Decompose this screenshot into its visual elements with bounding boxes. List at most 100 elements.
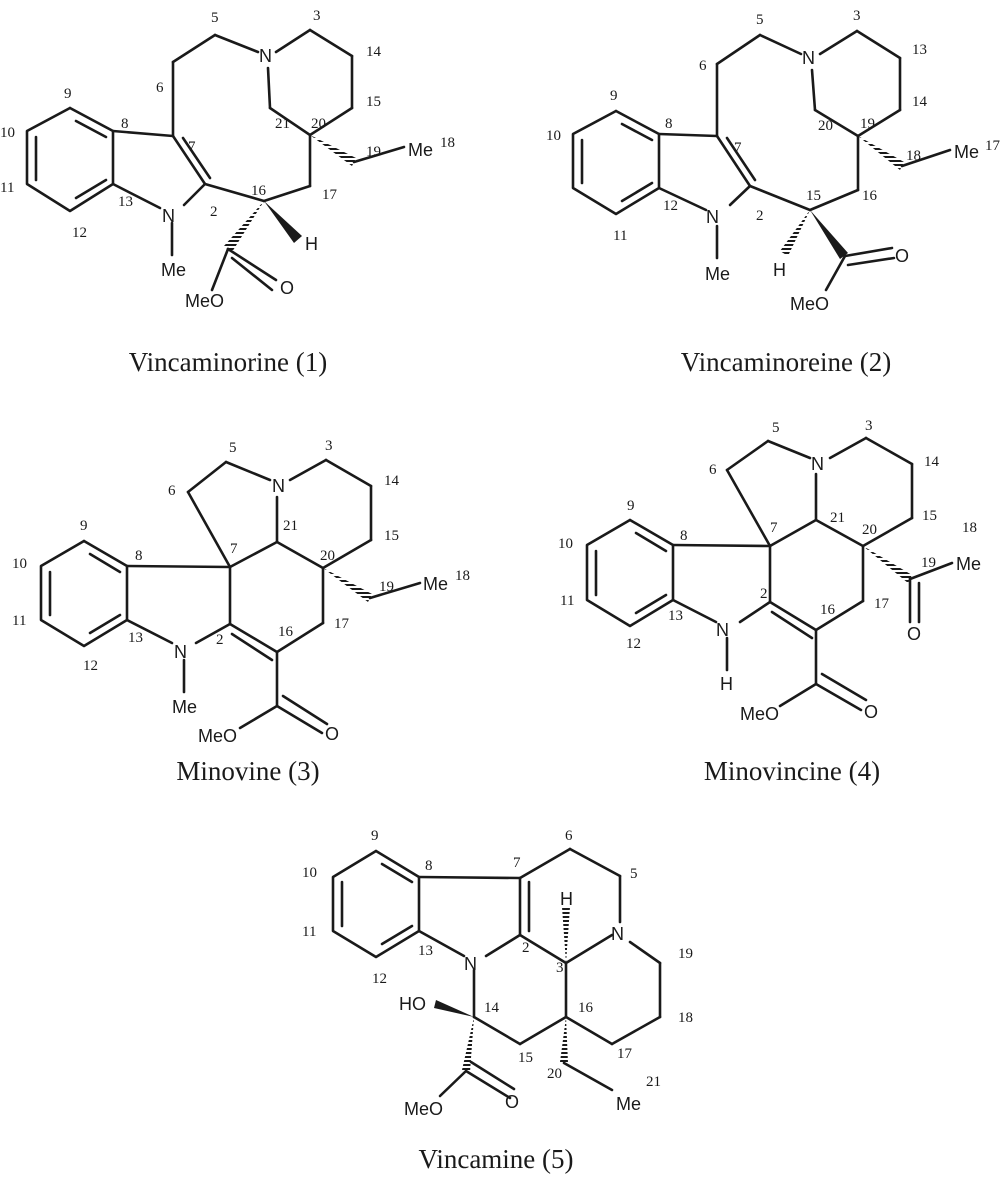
compound-name: Minovincine (4): [704, 756, 880, 786]
atom-number: 3: [325, 438, 333, 454]
atom-h: H: [560, 889, 573, 909]
atom-me: Me: [423, 574, 448, 594]
compound-name: Vincaminorine (1): [129, 347, 328, 377]
atom-n: N: [716, 620, 729, 640]
atom-number: 16: [278, 624, 294, 640]
atom-n: N: [811, 454, 824, 474]
atom-number: 9: [371, 828, 379, 844]
atom-me: Me: [616, 1094, 641, 1114]
atom-number: 12: [83, 658, 98, 674]
atom-number: 2: [760, 586, 768, 602]
atom-number: 8: [121, 116, 129, 132]
atom-number: 14: [924, 454, 940, 470]
atom-meo: MeO: [740, 704, 779, 724]
atom-number: 17: [985, 138, 1000, 154]
atom-number: 5: [630, 866, 638, 882]
atom-number: 20: [547, 1066, 562, 1082]
atom-number: 19: [678, 946, 693, 962]
atom-number: 2: [210, 204, 218, 220]
atom-meo: MeO: [404, 1099, 443, 1119]
atom-o: O: [907, 624, 921, 644]
atom-labels-vincaminorine: N N Me Me H MeO O: [161, 46, 433, 311]
atom-labels-minovine: N N Me Me MeO O: [172, 476, 448, 746]
atom-number: 19: [921, 555, 936, 571]
atom-number: 5: [772, 420, 780, 436]
atom-n: N: [802, 48, 815, 68]
atom-number: 7: [770, 520, 778, 536]
atom-n: N: [162, 206, 175, 226]
atom-o: O: [864, 702, 878, 722]
atom-number: 11: [12, 613, 26, 629]
structure-minovincine: [585, 436, 954, 712]
atom-number: 2: [522, 940, 530, 956]
atom-number: 15: [518, 1050, 533, 1066]
atom-number: 20: [320, 548, 335, 564]
atom-o: O: [505, 1092, 519, 1112]
atom-number: 2: [756, 208, 764, 224]
atom-meo: MeO: [198, 726, 237, 746]
atom-number: 12: [372, 971, 387, 987]
atom-number: 17: [874, 596, 890, 612]
atom-number: 6: [699, 58, 707, 74]
atom-number: 3: [313, 8, 321, 24]
atom-number: 14: [384, 473, 400, 489]
atom-me: Me: [172, 697, 197, 717]
atom-n: N: [259, 46, 272, 66]
atom-h: H: [773, 260, 786, 280]
atom-number: 12: [72, 225, 87, 241]
numbering-minovincine: 2 3 5 6 7 8 9 10 11 12 13 14 15 16 17 18…: [558, 418, 977, 652]
atom-number: 10: [302, 865, 317, 881]
atom-labels-minovincine: N N H Me O MeO O: [716, 454, 981, 724]
atom-number: 7: [188, 139, 196, 155]
atom-me: Me: [956, 554, 981, 574]
atom-number: 15: [806, 188, 821, 204]
atom-number: 17: [322, 187, 338, 203]
atom-number: 11: [302, 924, 316, 940]
atom-number: 3: [853, 8, 861, 24]
atom-number: 3: [556, 960, 564, 976]
atom-number: 12: [663, 198, 678, 214]
atom-number: 18: [906, 148, 921, 164]
atom-number: 16: [862, 188, 878, 204]
numbering-minovine: 2 3 5 6 7 8 9 10 11 12 13 14 15 16 17 18…: [12, 438, 470, 674]
atom-number: 8: [680, 528, 688, 544]
atom-me: Me: [954, 142, 979, 162]
compound-name: Minovine (3): [176, 756, 319, 786]
atom-number: 14: [912, 94, 928, 110]
atom-labels-vincamine: N N H HO MeO O Me: [399, 889, 641, 1119]
atom-number: 8: [425, 858, 433, 874]
atom-number: 7: [734, 140, 742, 156]
atom-n: N: [706, 207, 719, 227]
atom-number: 15: [922, 508, 937, 524]
compound-name: Vincaminoreine (2): [681, 347, 892, 377]
atom-number: 21: [275, 116, 290, 132]
atom-h: H: [305, 234, 318, 254]
atom-number: 19: [860, 116, 875, 132]
atom-number: 11: [613, 228, 627, 244]
atom-number: 6: [168, 483, 176, 499]
atom-number: 11: [0, 180, 14, 196]
atom-number: 15: [384, 528, 399, 544]
compound-name: Vincamine (5): [418, 1144, 573, 1174]
atom-meo: MeO: [185, 291, 224, 311]
atom-number: 6: [565, 828, 573, 844]
atom-number: 18: [440, 135, 455, 151]
numbering-vincaminoreine: 2 3 5 6 7 8 9 10 11 12 13 14 15 16 17 18…: [546, 8, 1000, 244]
structure-minovine: [39, 458, 422, 735]
atom-number: 15: [366, 94, 381, 110]
atom-n: N: [611, 924, 624, 944]
atom-labels-vincaminoreine: N N Me Me H MeO O: [705, 48, 979, 314]
atom-number: 9: [627, 498, 635, 514]
atom-number: 19: [379, 579, 394, 595]
atom-number: 14: [484, 1000, 500, 1016]
numbering-vincamine: 2 3 5 6 7 8 9 10 11 12 13 14 15 16 17 18…: [302, 828, 693, 1090]
atom-number: 9: [64, 86, 72, 102]
atom-number: 2: [216, 632, 224, 648]
atom-number: 6: [156, 80, 164, 96]
atom-number: 16: [578, 1000, 594, 1016]
atom-number: 13: [912, 42, 927, 58]
atom-number: 11: [560, 593, 574, 609]
atom-number: 9: [610, 88, 618, 104]
atom-number: 20: [818, 118, 833, 134]
